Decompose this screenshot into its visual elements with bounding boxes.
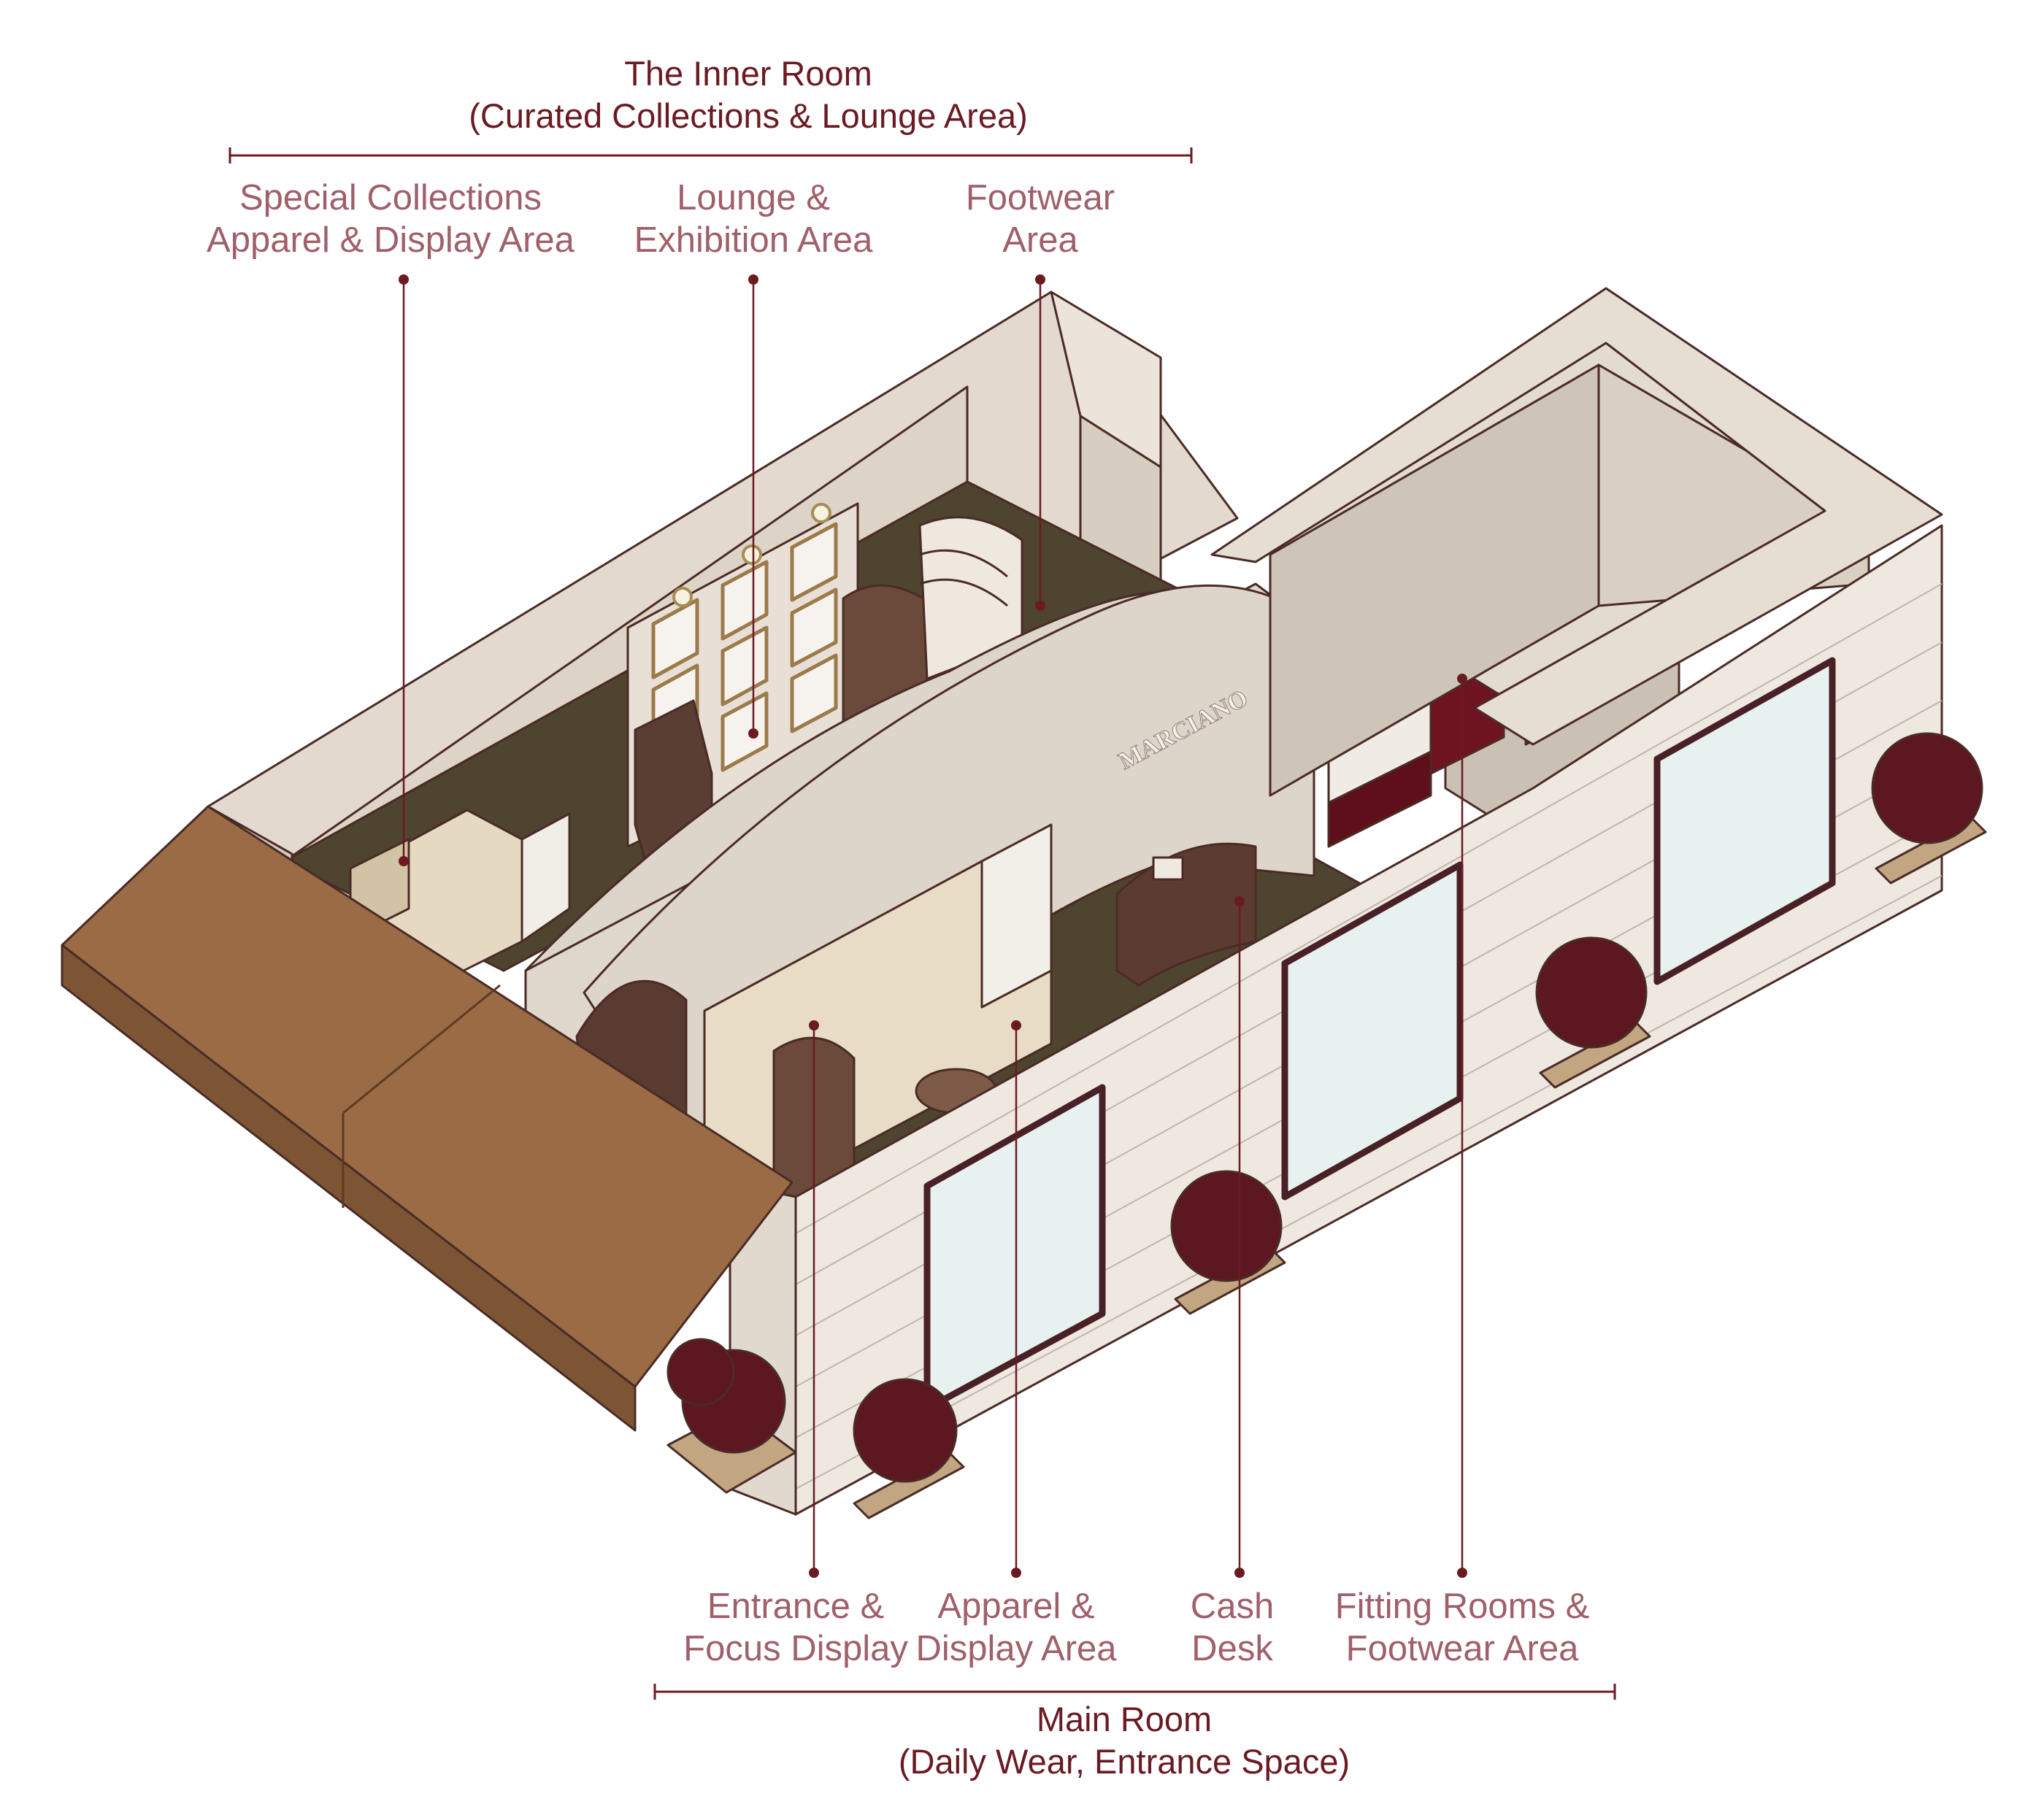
label-line: Apparel & bbox=[937, 1587, 1095, 1626]
label-footwear: Footwear Area bbox=[966, 177, 1115, 261]
label-line: Footwear Area bbox=[1345, 1629, 1579, 1668]
label-line: Fitting Rooms & bbox=[1334, 1587, 1590, 1626]
label-cash-desk: Cash Desk bbox=[1191, 1585, 1274, 1670]
label-line: Footwear bbox=[965, 178, 1115, 217]
label-entrance-focus: Entrance & Focus Display bbox=[683, 1585, 908, 1670]
awning bbox=[61, 805, 794, 1432]
label-line: Lounge & bbox=[677, 178, 830, 217]
main-room-title: Main Room bbox=[1036, 1700, 1213, 1738]
label-fitting-rooms: Fitting Rooms & Footwear Area bbox=[1335, 1585, 1590, 1670]
storefront-window bbox=[1653, 657, 1836, 985]
front-facade bbox=[524, 524, 1943, 1516]
storefront-window bbox=[923, 1084, 1106, 1412]
label-apparel-display: Apparel & Display Area bbox=[915, 1585, 1116, 1670]
label-line: Desk bbox=[1191, 1629, 1273, 1668]
main-room-subtitle: (Daily Wear, Entrance Space) bbox=[898, 1742, 1350, 1781]
storefront-window bbox=[1281, 861, 1464, 1201]
planters bbox=[666, 732, 1987, 1519]
label-line: Display Area bbox=[915, 1629, 1117, 1668]
inner-room-title: The Inner Room bbox=[624, 54, 872, 93]
label-line: Entrance & bbox=[707, 1587, 885, 1626]
label-line: Special Collections bbox=[239, 178, 542, 217]
inner-room-heading: The Inner Room (Curated Collections & Lo… bbox=[469, 53, 1028, 137]
label-lounge-exhibition: Lounge & Exhibition Area bbox=[634, 177, 873, 261]
main-room-heading: Main Room (Daily Wear, Entrance Space) bbox=[899, 1698, 1350, 1783]
label-line: Focus Display bbox=[683, 1629, 908, 1668]
label-line: Cash bbox=[1190, 1587, 1275, 1626]
label-line: Exhibition Area bbox=[634, 220, 873, 260]
label-line: Area bbox=[1002, 220, 1078, 260]
inner-room-subtitle: (Curated Collections & Lounge Area) bbox=[469, 96, 1028, 135]
main-room-block: MARCIANO bbox=[524, 287, 1943, 1242]
label-line: Apparel & Display Area bbox=[207, 220, 575, 260]
label-special-collections: Special Collections Apparel & Display Ar… bbox=[207, 177, 575, 261]
